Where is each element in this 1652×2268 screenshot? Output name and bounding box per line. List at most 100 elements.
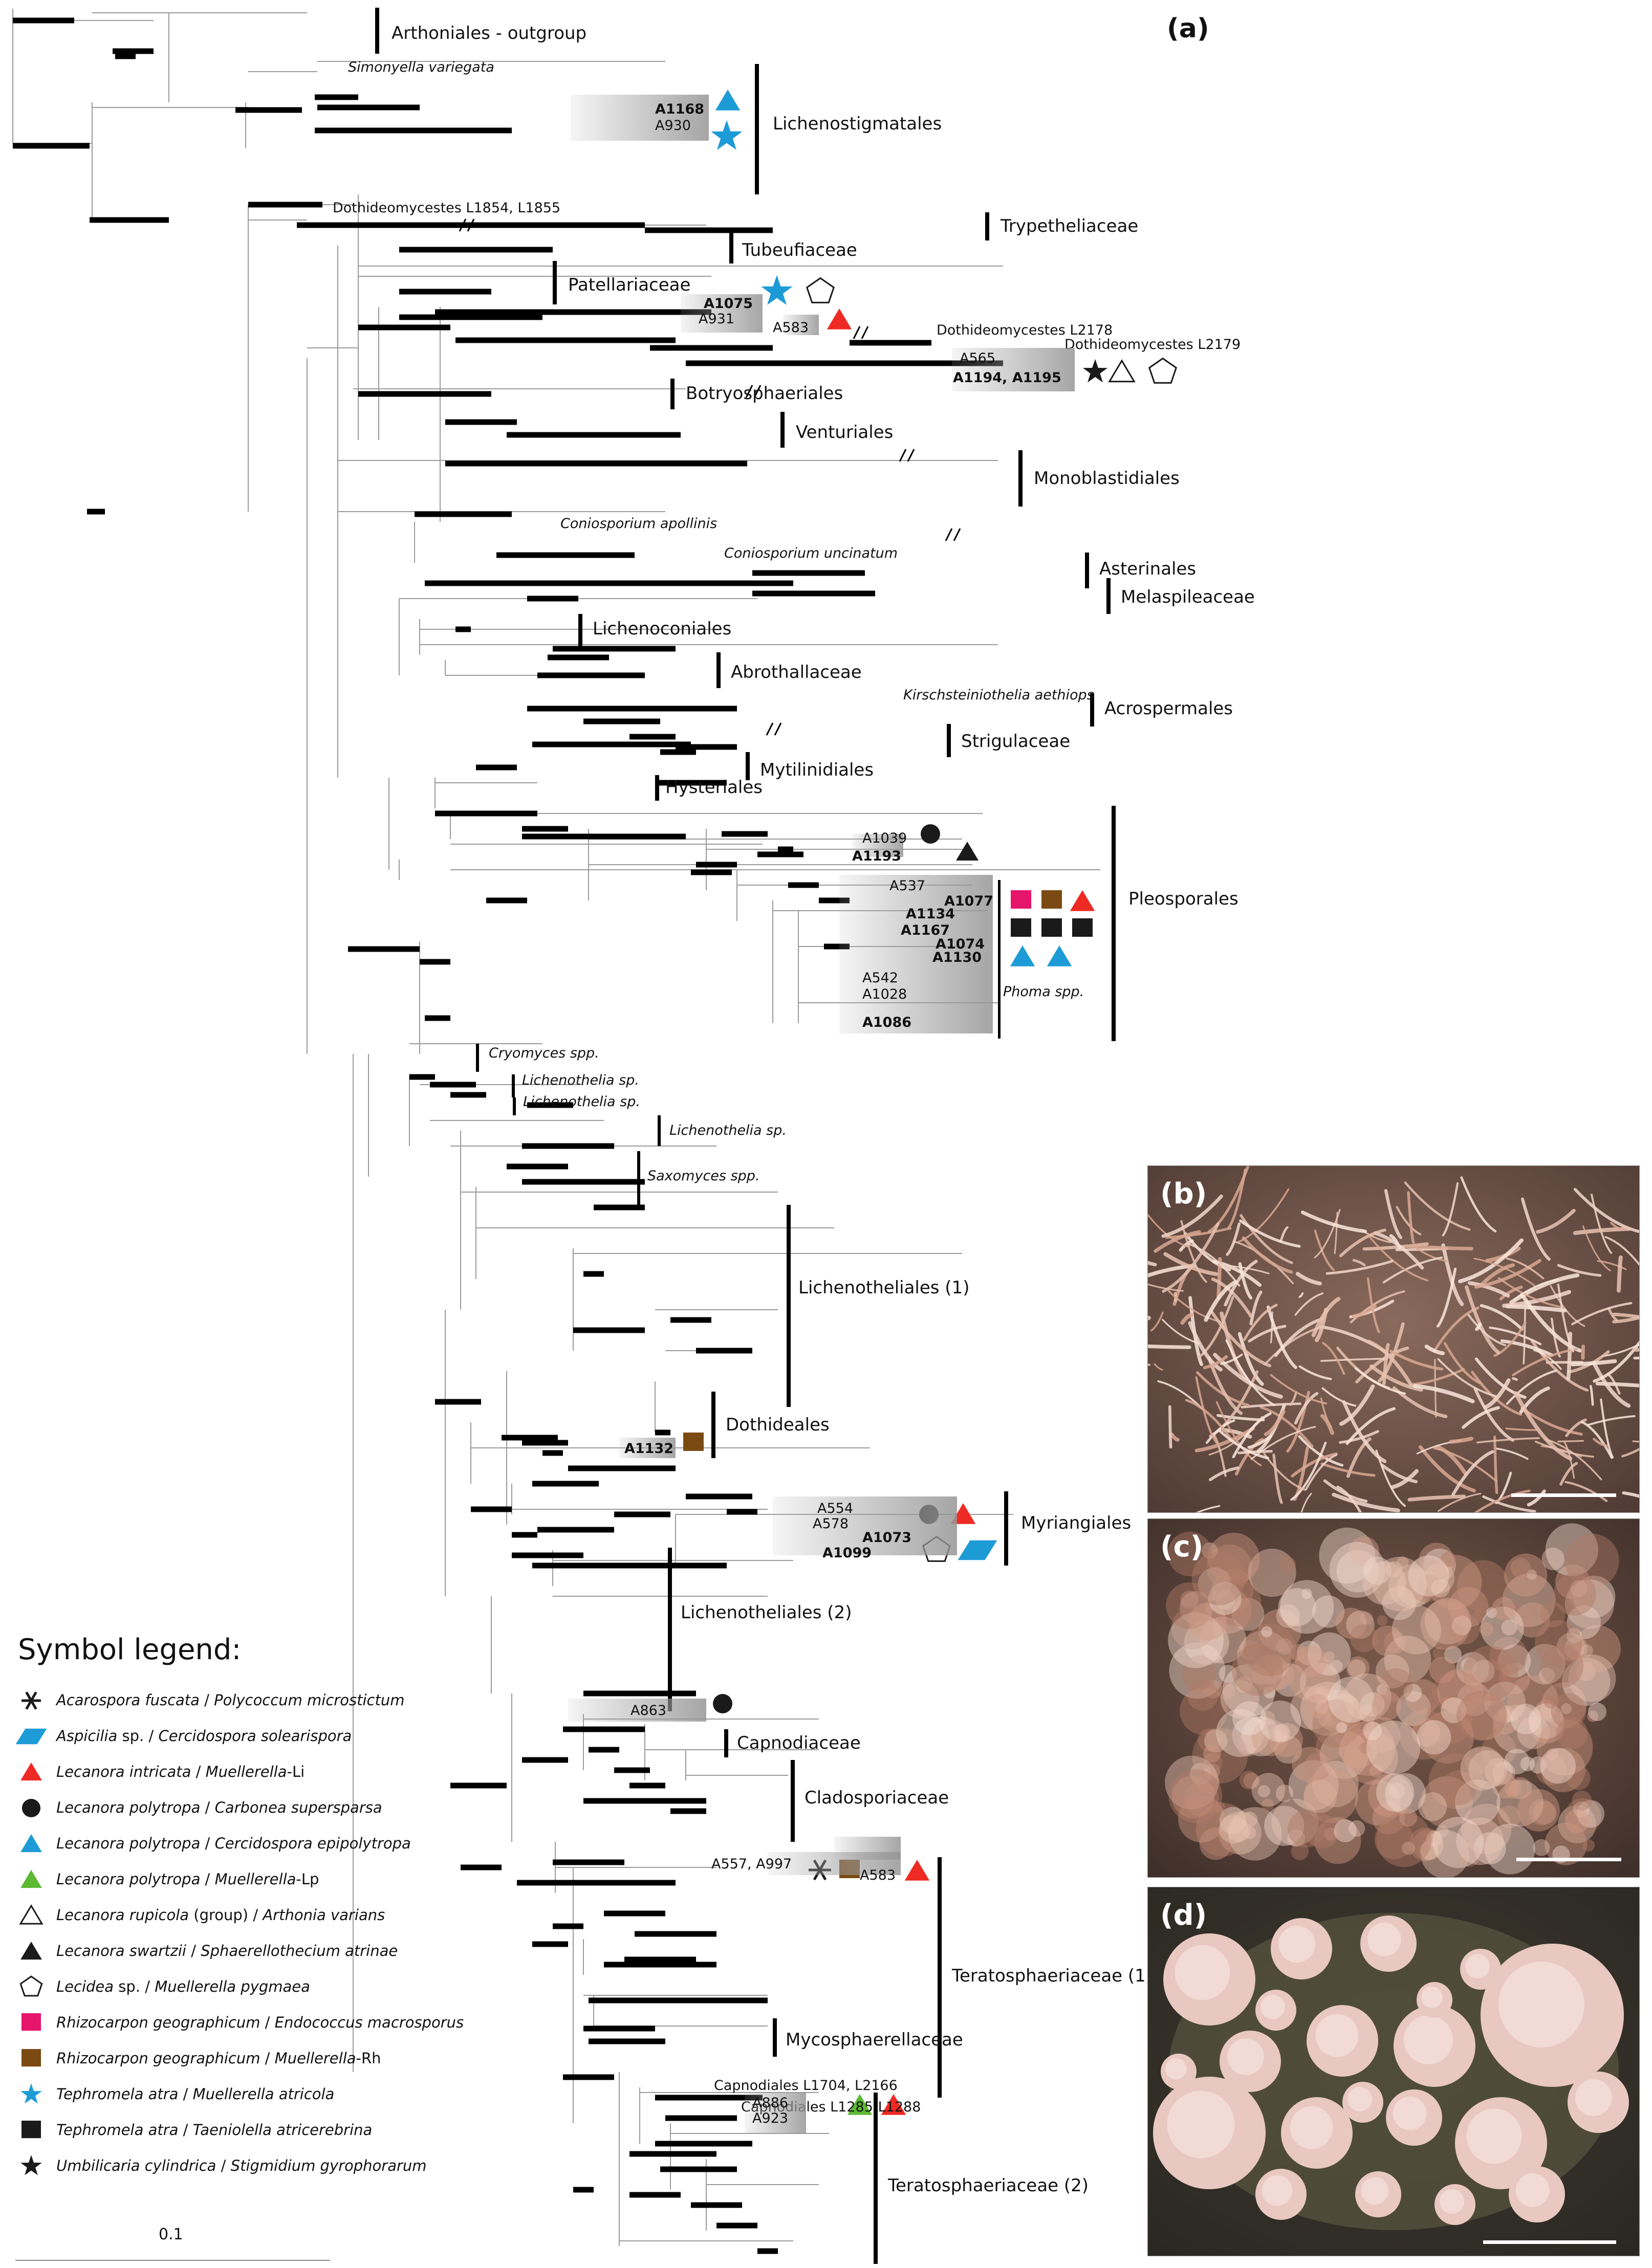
clade-bar [773, 2018, 777, 2057]
clade-bar [668, 1548, 672, 1711]
hypha-strand [1366, 1277, 1380, 1333]
taxon-label: Cryomyces spp. [489, 1045, 599, 1061]
hypha-strand [1210, 1310, 1272, 1368]
clade-label: Melaspileaceae [1121, 587, 1255, 607]
colony-speck [1535, 1754, 1567, 1786]
colony-speck [1206, 1544, 1253, 1591]
clade-label: Strigulaceae [961, 731, 1071, 752]
hypha-strand [1224, 1260, 1258, 1307]
clade-label: Teratosphaeriaceae (1) [952, 1966, 1153, 1986]
taxon-label: Coniosporium uncinatum [724, 545, 898, 561]
photo-panel-b: (b) [1147, 1165, 1640, 1513]
hypha-strand [1566, 1331, 1573, 1381]
branch-break-mark [853, 326, 869, 339]
colony-speck [1315, 1701, 1329, 1714]
colony-speck [1180, 1590, 1199, 1609]
colony-speck [1213, 1801, 1225, 1813]
colony-speck [1510, 1704, 1541, 1734]
minor-clade-bar [998, 880, 1001, 1039]
colony-speck [1306, 1694, 1330, 1719]
clade-label: Pleosporales [1128, 889, 1238, 909]
hypha-strand [1162, 1318, 1201, 1345]
panel-d-scale-bar [1483, 2240, 1616, 2244]
hypha-strand [1163, 1252, 1219, 1276]
legend-triangle-icon [20, 1942, 42, 1960]
hypha-strand [1557, 1264, 1602, 1277]
hypha-strand [1352, 1259, 1366, 1267]
triangle-symbol [1010, 945, 1035, 966]
hypha-strand [1314, 1229, 1335, 1271]
open-triangle-symbol [19, 1904, 44, 1925]
figure-label-a: (a) [1167, 13, 1209, 44]
hypha-strand [1506, 1370, 1557, 1405]
hypha-strand [1232, 1412, 1272, 1459]
hypha-strand [1197, 1296, 1234, 1359]
colony-speck [1567, 1605, 1601, 1640]
hypha-strand [1237, 1449, 1273, 1455]
clade-label: Myriangiales [1021, 1513, 1132, 1533]
colony-speck [1220, 1680, 1259, 1719]
star-symbol [1082, 359, 1108, 383]
colony-speck [1528, 1703, 1564, 1739]
isolate-label: A1074 [936, 936, 985, 952]
colony-speck [1231, 1644, 1284, 1696]
panel-b-scale-bar [1511, 1493, 1616, 1497]
colony-speck [1323, 1827, 1337, 1841]
isolate-highlight [745, 2093, 806, 2133]
taxon-label: Dothideomycestes L1854, L1855 [333, 200, 561, 216]
clade-bar [670, 379, 675, 409]
colony-speck [1504, 1749, 1530, 1774]
hypha-strand [1462, 1406, 1500, 1429]
clade-bar [985, 212, 989, 240]
hypha-strand [1581, 1421, 1613, 1459]
colony-speck [1441, 1697, 1467, 1723]
hypha-strand [1557, 1283, 1574, 1353]
photo-c-texture [1148, 1519, 1639, 1877]
legend-item: Tephromela atra / Muellerella atricola [15, 2081, 334, 2107]
colony-speck [1473, 1832, 1506, 1865]
colony-speck [1300, 1682, 1355, 1736]
hypha-strand [1195, 1505, 1221, 1512]
colony-speck [1299, 1662, 1341, 1704]
colony-speck [1484, 1681, 1526, 1723]
clade-label: Abrothallaceae [731, 662, 862, 682]
legend-title: Symbol legend: [18, 1633, 242, 1666]
star-symbol [761, 275, 793, 305]
colony-speck [1399, 1808, 1418, 1827]
colony-speck [1473, 1609, 1485, 1621]
colony-center [1440, 2189, 1464, 2214]
open-triangle-symbol [1108, 359, 1136, 383]
clade-label: Mytilinidiales [760, 760, 874, 780]
colony-center [1165, 2058, 1187, 2080]
photo-panel-c: (c) [1147, 1518, 1640, 1878]
colony-speck [1556, 1717, 1588, 1749]
clade-bar [724, 1729, 728, 1757]
colony-speck [1424, 1598, 1471, 1644]
colony-speck [1263, 1686, 1276, 1699]
colony-speck [1171, 1775, 1215, 1818]
colony-speck [1486, 1607, 1497, 1618]
branch-break-mark [459, 218, 475, 232]
open-pentagon-symbol [1148, 357, 1178, 384]
colony-speck [1374, 1820, 1414, 1860]
colony-speck [1292, 1747, 1328, 1782]
hypha-strand [1527, 1489, 1546, 1507]
colony-speck [1499, 1663, 1530, 1694]
hypha-strand [1482, 1495, 1536, 1512]
colony-speck [1384, 1636, 1431, 1683]
isolate-label: A565 [960, 350, 996, 366]
hypha-strand [1473, 1388, 1514, 1442]
minor-clade-bar [513, 1097, 516, 1115]
clade-label: Patellariaceae [568, 275, 691, 295]
hypha-strand [1250, 1426, 1316, 1460]
colony-speck [1498, 1705, 1515, 1722]
hypha-strand [1404, 1244, 1473, 1251]
legend-star-icon [20, 2155, 42, 2175]
colony-speck [1203, 1680, 1222, 1699]
colony-speck [1551, 1693, 1586, 1729]
hypha-strand [1593, 1363, 1631, 1408]
clade-bar [938, 1857, 942, 2098]
hypha-strand [1570, 1359, 1617, 1367]
colony-speck [1545, 1523, 1599, 1576]
colony-speck [1336, 1722, 1347, 1733]
